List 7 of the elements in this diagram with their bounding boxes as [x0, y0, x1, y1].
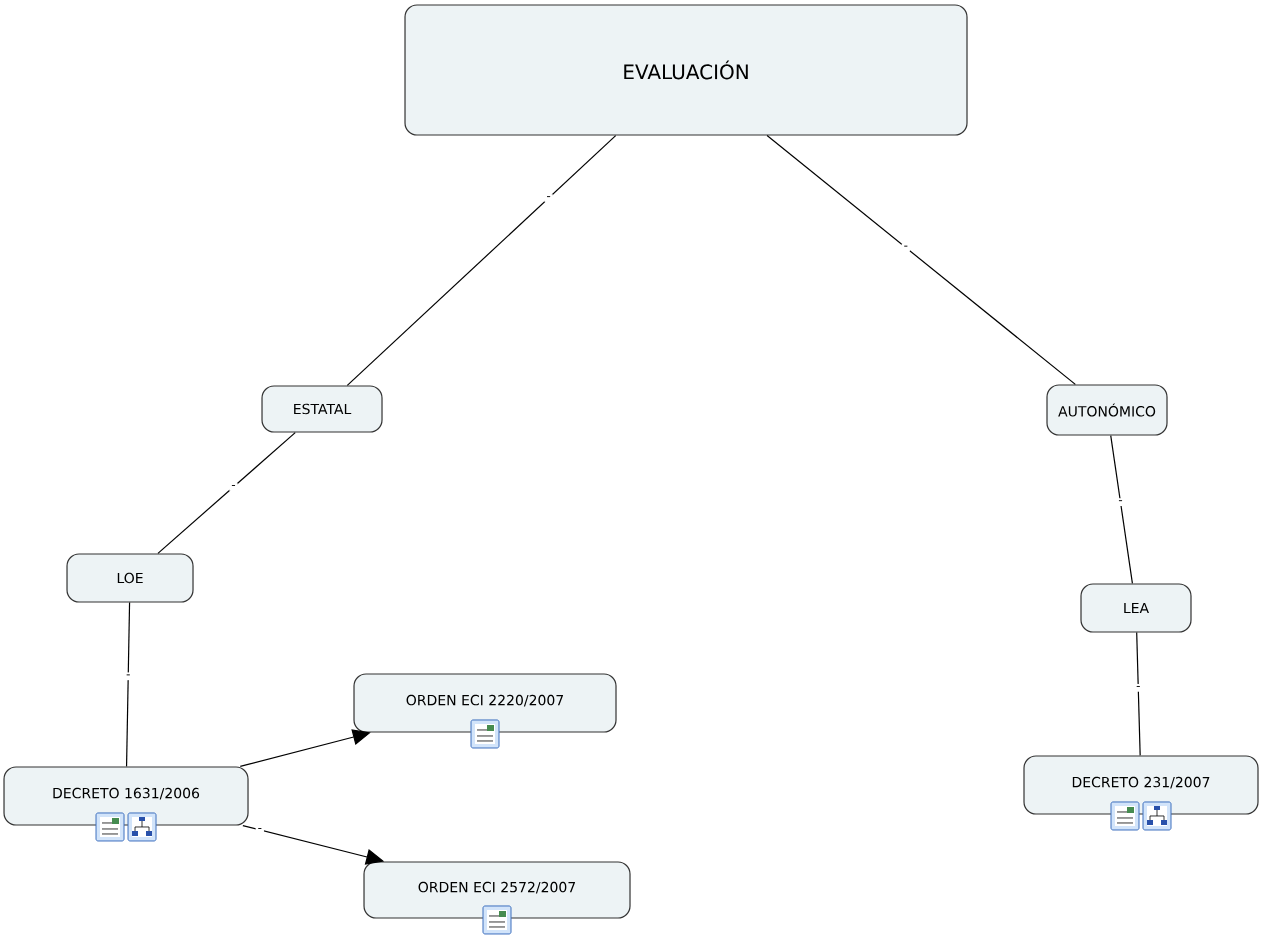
connector-line	[125, 602, 131, 767]
connector-line	[157, 432, 296, 554]
connector-line	[346, 135, 617, 386]
connector-line	[766, 135, 1076, 385]
concept-box: EVALUACIÓN	[404, 4, 968, 136]
connector-line	[1110, 434, 1133, 584]
connector-line	[1136, 632, 1141, 756]
